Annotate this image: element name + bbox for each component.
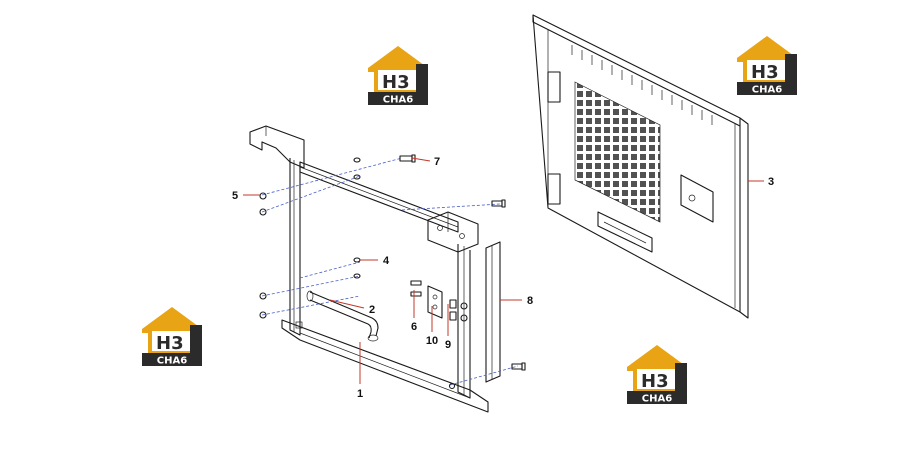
callout-2: 2 [369,304,375,316]
logo-mark-text: H3 [382,72,410,93]
callout-5: 5 [232,190,238,202]
callouts: 1 2 3 4 5 6 7 8 9 10 [232,156,774,400]
callout-1: 1 [357,388,363,400]
callout-10: 10 [426,335,438,347]
watermark-logo-top-right: H3 CHA6 [737,36,797,96]
logo-caption-text: CHA6 [157,356,187,367]
logo-caption-text: CHA6 [752,85,782,96]
logo-mark-text: H3 [751,62,779,83]
callout-3: 3 [768,176,774,188]
logo-mark-text: H3 [156,333,184,354]
fasteners [259,154,526,390]
part-1-main-frame [249,125,489,413]
callout-9: 9 [445,339,451,351]
callout-7: 7 [434,156,440,168]
leader-lines [243,157,764,384]
watermark-logo-bottom-right: H3 CHA6 [627,345,687,405]
watermark-logo-bottom-left: H3 CHA6 [142,307,202,367]
logo-caption-text: CHA6 [383,95,413,106]
callout-4: 4 [383,255,390,267]
logo-mark-text: H3 [641,371,669,392]
parts-6-9-10-bracket-hardware [410,280,468,322]
part-2-pipe [306,290,379,342]
callout-8: 8 [527,295,533,307]
watermark-logo-top-left: H3 CHA6 [368,46,428,106]
logo-caption-text: CHA6 [642,394,672,405]
callout-6: 6 [411,321,417,333]
part-3-back-panel [532,14,749,319]
part-8-side-strip [485,241,501,383]
